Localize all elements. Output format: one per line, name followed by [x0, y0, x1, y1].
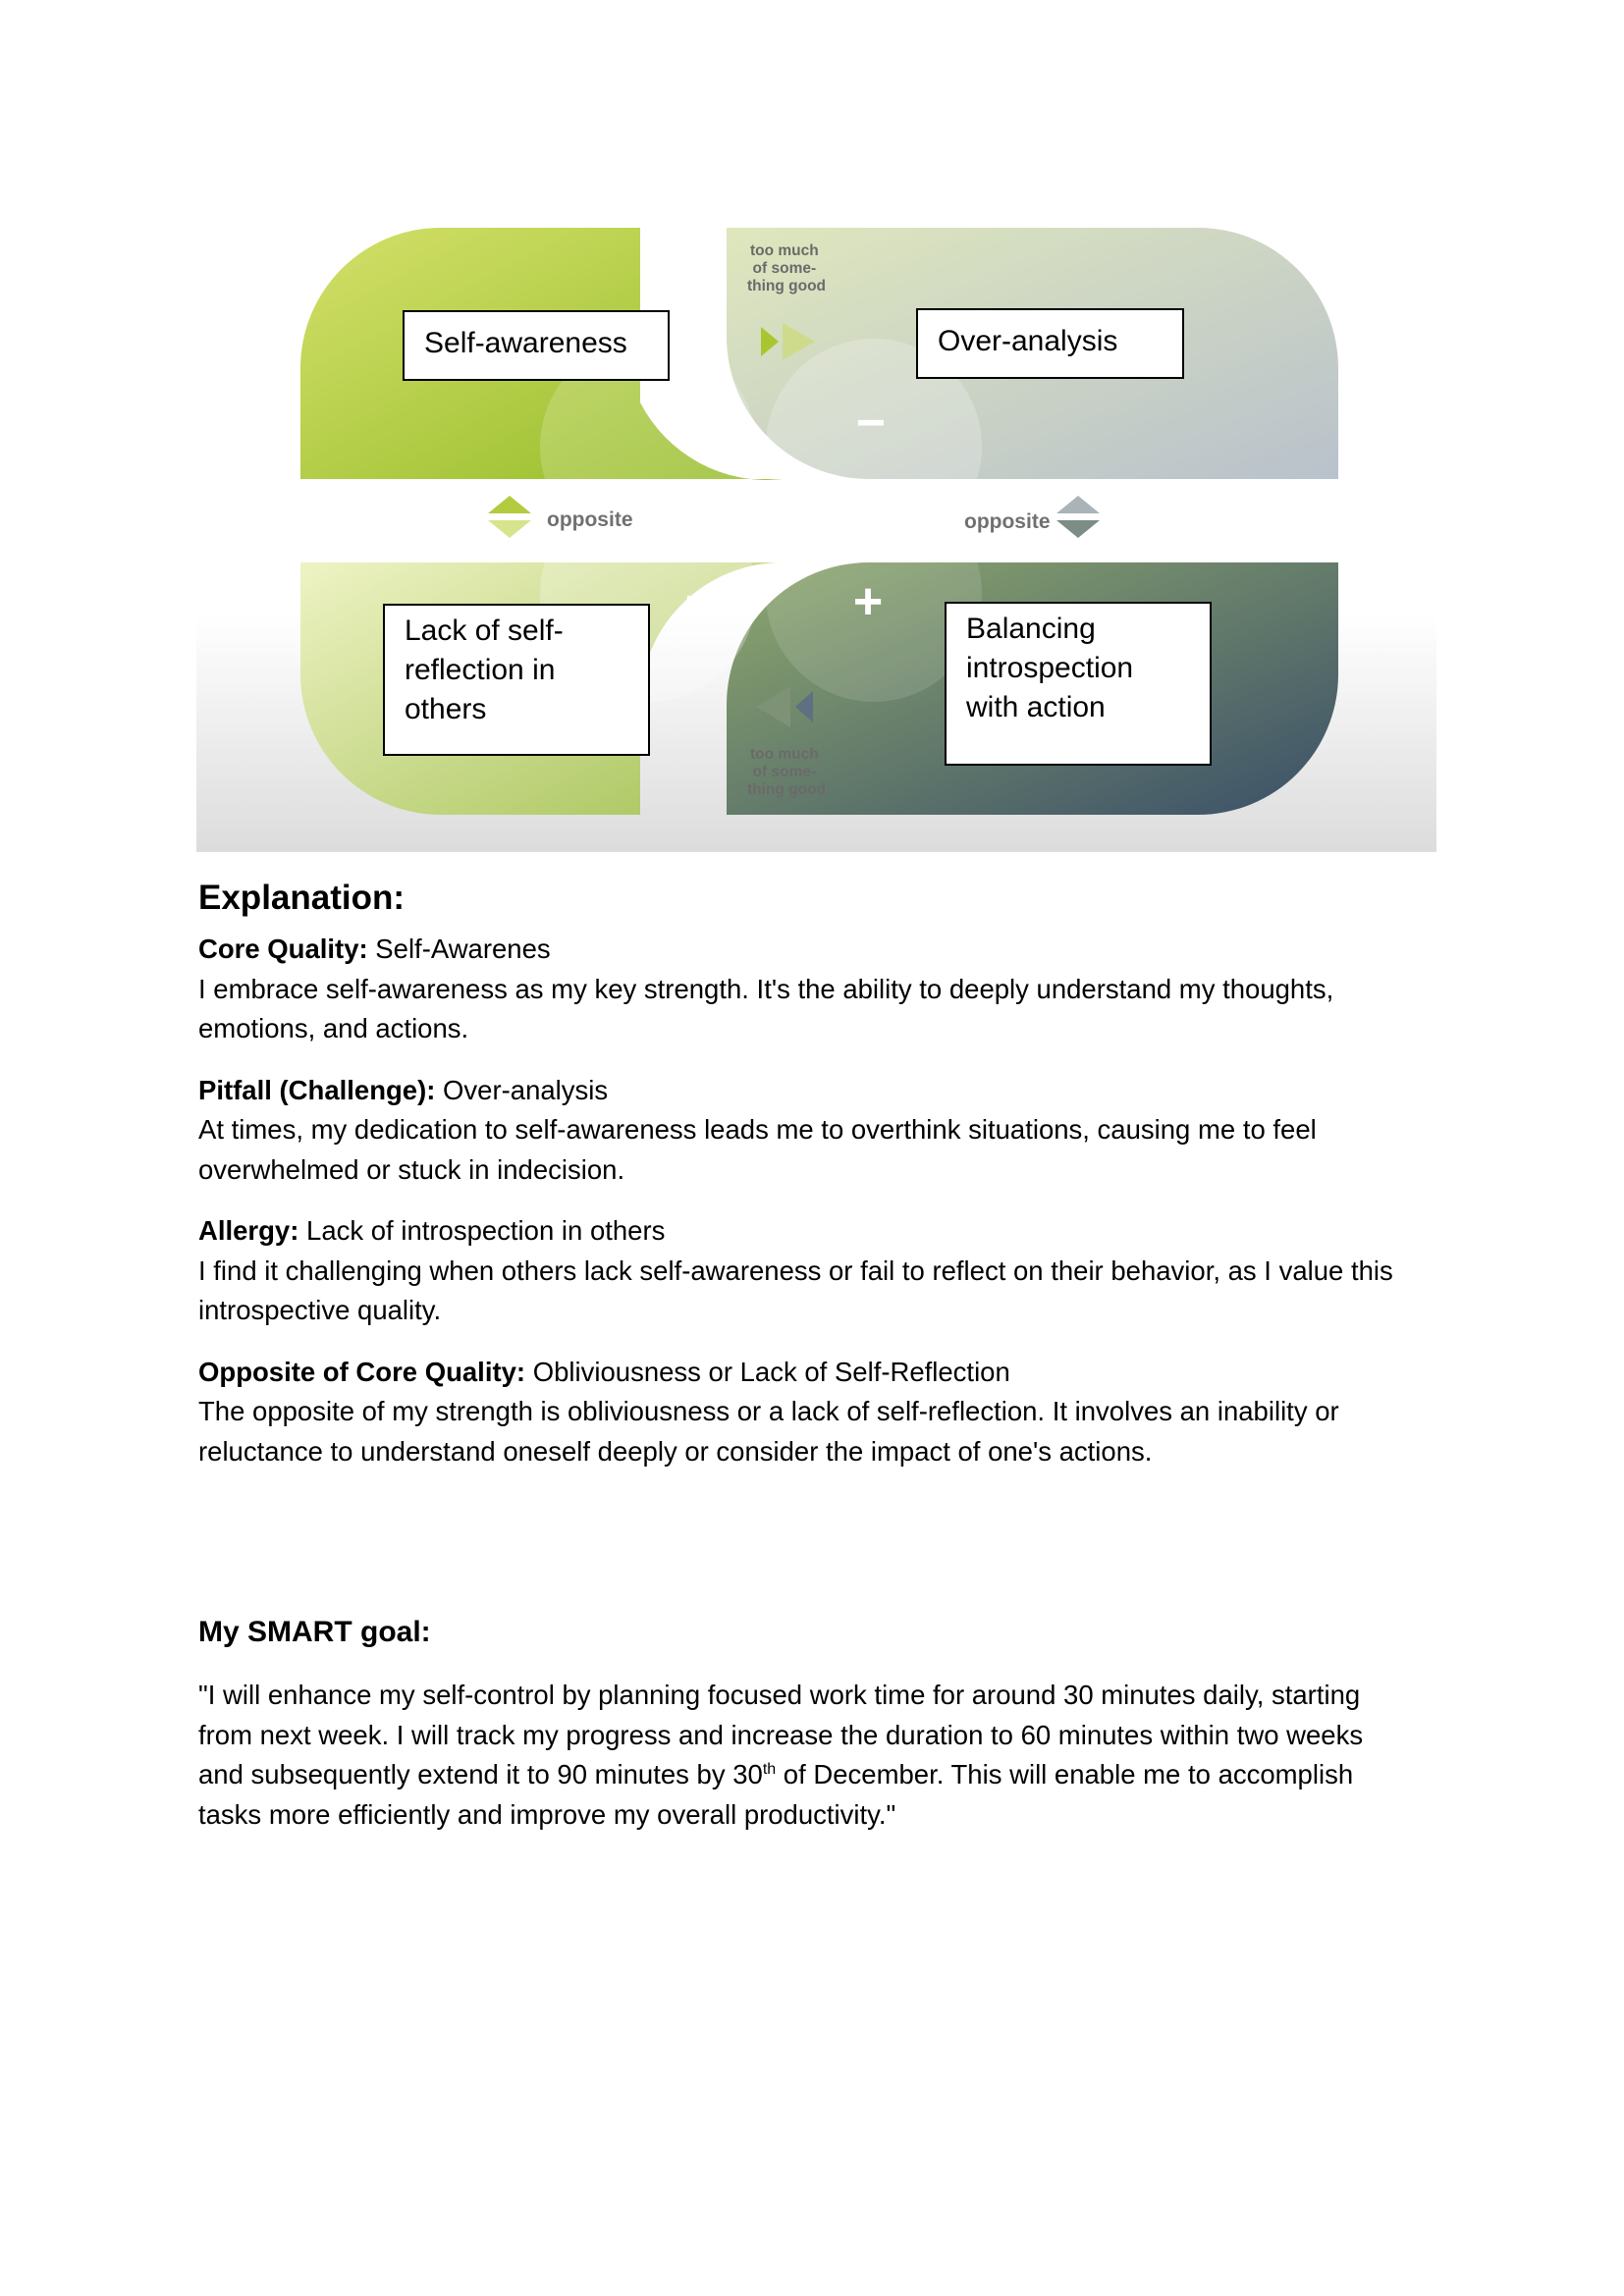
section-opposite: Opposite of Core Quality: Obliviousness … — [198, 1353, 1465, 1472]
too-much-top-line-3: thing good — [747, 278, 826, 294]
smart-goal-line-1: "I will enhance my self-control by plann… — [198, 1680, 1361, 1710]
spacer — [198, 1493, 1465, 1611]
section-allergy: Allergy: Lack of introspection in others… — [198, 1211, 1465, 1331]
smart-goal-line-4: tasks more efficiently and improve my ov… — [198, 1798, 896, 1830]
allergy-line-2: introspective quality. — [198, 1295, 442, 1325]
smart-goal-line-3: and subsequently extend it to 90 minutes… — [198, 1755, 1465, 1795]
label-lack-line-3: others — [405, 693, 487, 725]
pitfall-title: Pitfall (Challenge): Over-analysis — [198, 1071, 1465, 1111]
too-much-top-label: too much of some- thing good — [747, 242, 826, 294]
arrow-left-icon-2 — [795, 691, 813, 722]
pitfall-line-1: At times, my dedication to self-awarenes… — [198, 1114, 1317, 1145]
smart-goal-line-2: from next week. I will track my progress… — [198, 1719, 1364, 1750]
label-self-awareness: Self-awareness — [403, 310, 670, 381]
core-quality-line-1: I embrace self-awareness as my key stren… — [198, 973, 1334, 1004]
smart-goal-line-3-post: of December. This will enable me to acco… — [776, 1759, 1354, 1789]
label-balancing-line-1: Balancing — [966, 613, 1096, 645]
core-quadrant-svg: + − − + too much of some- thing good too… — [196, 226, 1436, 852]
inner-circle-top-right — [766, 339, 982, 555]
label-balancing-line-3: with action — [966, 691, 1106, 723]
minus-sign-top-right: − — [856, 395, 886, 452]
core-quality-label: Core Quality: — [198, 934, 368, 964]
arrow-right-icon-2 — [783, 323, 815, 360]
arrow-right-icon-1 — [761, 327, 779, 356]
opposite-label: Opposite of Core Quality: — [198, 1356, 526, 1387]
opposite-line-2: reluctance to understand oneself deeply … — [198, 1435, 1153, 1467]
opposite-left-down-arrow-icon — [488, 520, 531, 538]
document-text: Explanation: Core Quality: Self-Awarenes… — [198, 877, 1465, 1835]
plus-sign-bottom-right: + — [853, 573, 883, 630]
core-quality-title: Core Quality: Self-Awarenes — [198, 930, 1465, 970]
section-pitfall: Pitfall (Challenge): Over-analysis At ti… — [198, 1071, 1465, 1191]
label-self-awareness-text: Self-awareness — [424, 327, 627, 359]
arrow-left-icon-1 — [756, 686, 790, 727]
plus-sign-top-left: + — [687, 395, 717, 452]
too-much-top-line-2: of some- — [753, 260, 817, 277]
too-much-top-line-1: too much — [750, 242, 819, 259]
label-lack-line-1: Lack of self- — [405, 614, 564, 647]
pitfall-value: Over-analysis — [435, 1074, 609, 1105]
allergy-line-1: I find it challenging when others lack s… — [198, 1255, 1393, 1286]
allergy-title: Allergy: Lack of introspection in others — [198, 1211, 1465, 1252]
opposite-right-up-arrow-icon — [1056, 496, 1100, 513]
too-much-bottom-line-2: of some- — [753, 764, 817, 780]
label-lack-of-self-reflection: Lack of self- reflection in others — [383, 604, 650, 756]
smart-goal-line-3-pre: and subsequently extend it to 90 minutes… — [198, 1759, 763, 1789]
too-much-bottom-line-3: thing good — [747, 781, 826, 798]
core-quality-value: Self-Awarenes — [367, 934, 551, 964]
core-quality-line-2: emotions, and actions. — [198, 1013, 469, 1043]
explanation-heading: Explanation: — [198, 879, 406, 917]
allergy-label: Allergy: — [198, 1215, 299, 1246]
label-over-analysis-text: Over-analysis — [938, 325, 1118, 357]
label-balancing-line-2: introspection — [966, 652, 1134, 684]
label-lack-line-2: reflection in — [405, 654, 556, 686]
section-core-quality: Core Quality: Self-Awarenes I embrace se… — [198, 930, 1465, 1049]
smart-goal-line-3-sup: th — [762, 1760, 777, 1778]
opposite-left-up-arrow-icon — [488, 496, 531, 513]
opposite-right-label: opposite — [964, 510, 1051, 533]
too-much-bottom-label: too much of some- thing good — [747, 746, 826, 798]
opposite-right-down-arrow-icon — [1056, 520, 1100, 538]
opposite-line-1: The opposite of my strength is oblivious… — [198, 1396, 1339, 1426]
inner-circle-top-left — [540, 339, 756, 555]
allergy-value: Lack of introspection in others — [298, 1215, 666, 1246]
opposite-left-label: opposite — [547, 508, 633, 531]
inner-circle-bottom-right — [766, 486, 982, 702]
opposite-title: Opposite of Core Quality: Obliviousness … — [198, 1353, 1465, 1393]
too-much-bottom-line-1: too much — [750, 746, 819, 763]
pitfall-line-2: overwhelmed or stuck in indecision. — [198, 1153, 625, 1185]
label-over-analysis: Over-analysis — [916, 308, 1184, 379]
core-quadrant-diagram: + − − + too much of some- thing good too… — [196, 226, 1436, 852]
smart-goal-heading: My SMART goal: — [198, 1616, 431, 1648]
minus-sign-bottom-left: − — [685, 570, 715, 627]
opposite-value: Obliviousness or Lack of Self-Reflection — [525, 1356, 1010, 1387]
label-balancing: Balancing introspection with action — [945, 602, 1212, 766]
pitfall-label: Pitfall (Challenge): — [198, 1074, 436, 1105]
